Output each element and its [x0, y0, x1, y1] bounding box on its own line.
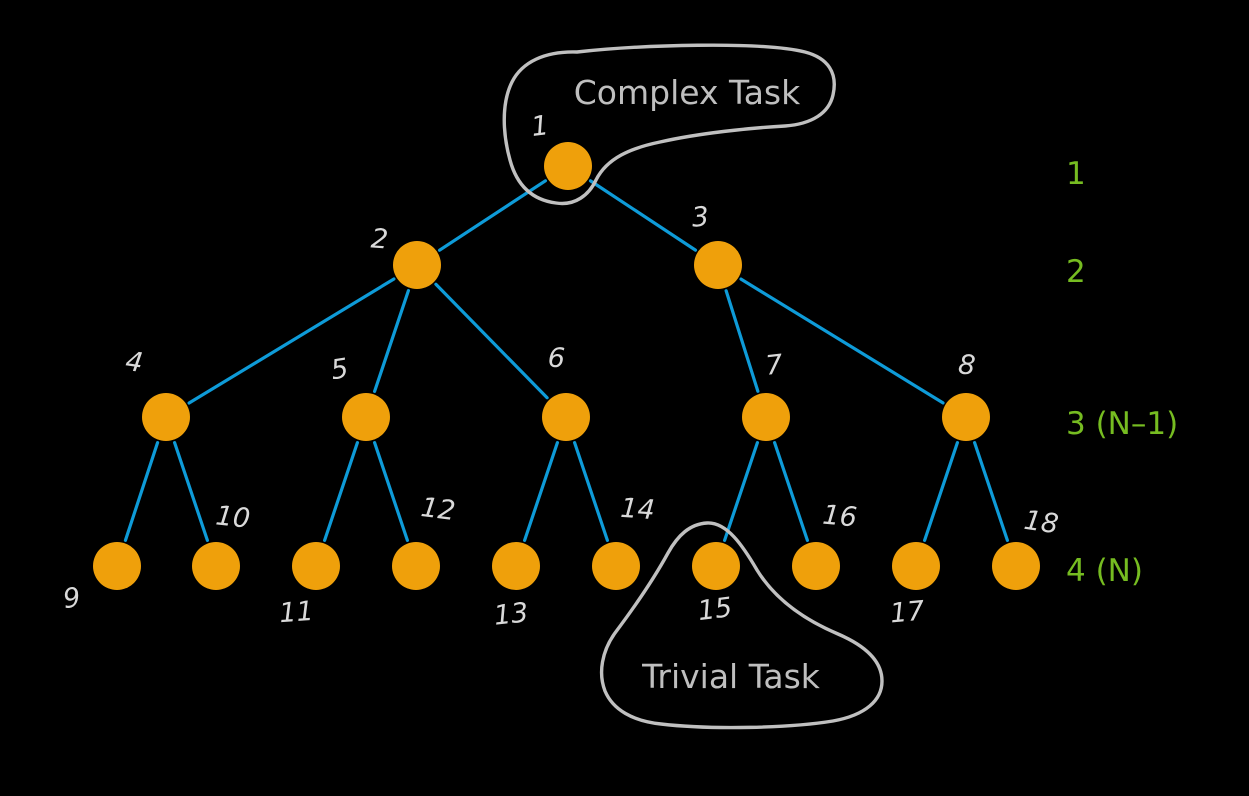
tree-edge — [187, 277, 396, 405]
tree-node[interactable] — [292, 542, 340, 590]
tree-node[interactable] — [393, 241, 441, 289]
tree-node[interactable] — [392, 542, 440, 590]
node-label-8: 8 — [957, 349, 977, 381]
edges-layer — [123, 179, 1010, 543]
node-label-3: 3 — [690, 201, 710, 233]
tree-edge — [572, 441, 610, 543]
node-label-16: 16 — [821, 500, 858, 534]
node-label-15: 15 — [696, 592, 734, 627]
tree-node[interactable] — [492, 542, 540, 590]
node-label-4: 4 — [124, 346, 145, 379]
tree-edge — [372, 441, 410, 543]
tree-edge — [972, 441, 1010, 543]
node-label-7: 7 — [764, 349, 784, 382]
tree-edge — [322, 441, 360, 543]
tree-node[interactable] — [544, 142, 592, 190]
level-label-1: 1 — [1066, 156, 1086, 192]
tree-edge — [772, 441, 810, 543]
tree-node[interactable] — [342, 393, 390, 441]
level-label-2: 2 — [1066, 254, 1086, 290]
tree-node[interactable] — [942, 393, 990, 441]
level-label-4: 4 (N) — [1066, 553, 1143, 589]
node-label-14: 14 — [619, 493, 655, 526]
tree-edge — [123, 441, 160, 542]
tree-edge — [172, 441, 210, 543]
node-label-10: 10 — [214, 500, 251, 534]
tree-node[interactable] — [992, 542, 1040, 590]
tree-node[interactable] — [542, 393, 590, 441]
tree-edge — [434, 282, 549, 400]
annotation-label-complex-task: Complex Task — [574, 73, 801, 112]
tree-node[interactable] — [694, 241, 742, 289]
tree-edge — [372, 289, 411, 393]
tree-edge — [724, 289, 760, 393]
tree-node[interactable] — [792, 542, 840, 590]
node-label-2: 2 — [370, 223, 389, 255]
tree-edge — [739, 277, 945, 405]
lasso-outline-trivial-task — [599, 521, 884, 730]
tree-edge — [922, 441, 960, 543]
tree-node[interactable] — [93, 542, 141, 590]
tree-node[interactable] — [692, 542, 740, 590]
tree-node[interactable] — [742, 393, 790, 441]
tree-node[interactable] — [592, 542, 640, 590]
tree-node[interactable] — [892, 542, 940, 590]
node-label-1: 1 — [530, 110, 551, 143]
node-label-18: 18 — [1022, 505, 1060, 540]
tree-edge — [722, 441, 760, 543]
tree-edge — [588, 179, 698, 252]
node-label-13: 13 — [492, 597, 529, 631]
tree-node[interactable] — [192, 542, 240, 590]
tree-node[interactable] — [142, 393, 190, 441]
node-label-11: 11 — [278, 596, 314, 629]
node-label-6: 6 — [547, 343, 566, 375]
node-label-12: 12 — [419, 492, 457, 527]
lasso-outline-complex-task — [502, 43, 836, 206]
level-label-3: 3 (N–1) — [1066, 406, 1178, 442]
node-label-9: 9 — [61, 582, 82, 615]
node-label-17: 17 — [889, 596, 926, 630]
annotation-label-trivial-task: Trivial Task — [641, 657, 821, 696]
node-label-5: 5 — [329, 353, 351, 386]
tree-edge — [522, 441, 560, 543]
lasso-layer — [502, 43, 884, 730]
nodes-layer — [93, 142, 1040, 590]
level-labels-layer: 1 2 3 (N–1) 4 (N) — [1066, 156, 1178, 589]
